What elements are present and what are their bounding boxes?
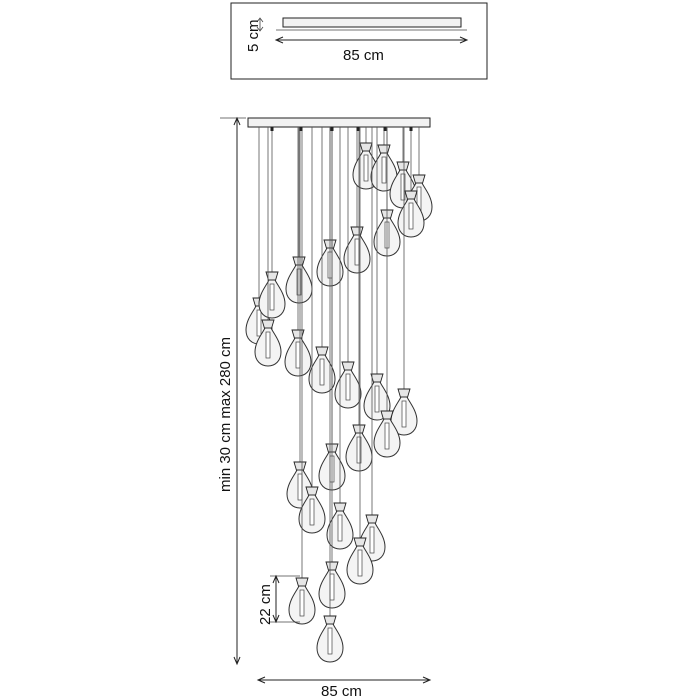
canopy-hook [409,127,413,131]
light-rod [400,173,406,201]
canopy-height-label: 5 cm [245,19,262,52]
light-rod [337,514,343,542]
light-rod [384,422,390,450]
top-width-label: 85 cm [343,47,384,64]
glass-pendant [284,329,312,377]
light-rod [269,283,275,311]
canopy-hook [270,127,274,131]
light-rod [265,331,271,359]
glass-pendant [358,514,386,562]
light-rod [401,400,407,428]
bottom-width-label: 85 cm [321,683,362,700]
light-rod [256,309,262,337]
light-rod [369,526,375,554]
light-rod [354,238,360,266]
canopy-profile [282,17,462,28]
light-rod [295,341,301,369]
shade-height-label: 22 cm [257,584,274,625]
glass-pendant [258,271,286,319]
drop-height-label: min 30 cm max 280 cm [217,337,234,492]
glass-pendant [346,537,374,585]
light-rod [345,373,351,401]
glass-pendant [345,424,373,472]
glass-pendant [288,577,316,625]
canopy-hook [330,127,334,131]
light-rod [408,202,414,230]
glass-pendant [318,561,346,609]
glass-pendant [373,410,401,458]
pendant-cluster [245,127,433,663]
light-rod [299,589,305,617]
light-rod [297,473,303,501]
canopy-hook [356,127,360,131]
light-rod [357,549,363,577]
glass-pendant [363,373,391,421]
glass-pendant [308,346,336,394]
canopy-hook [383,127,387,131]
light-rod [363,154,369,182]
glass-pendant [334,361,362,409]
light-rod [381,156,387,184]
glass-pendant [397,190,425,238]
light-rod [296,268,302,296]
glass-pendant [326,502,354,550]
light-rod [356,436,362,464]
glass-pendant [285,256,313,304]
light-rod [327,627,333,655]
light-rod [374,385,380,413]
light-rod [319,358,325,386]
top-view: 5 cm 85 cm [230,2,488,80]
glass-pendant [316,615,344,663]
glass-pendant [254,319,282,367]
light-rod [329,573,335,601]
side-view: min 30 cm max 280 cm 22 cm 85 cm [217,116,433,700]
canopy-hook [299,127,303,131]
glass-pendant [298,486,326,534]
light-rod [309,498,315,526]
top-view-frame [230,2,488,80]
canopy [247,117,431,128]
